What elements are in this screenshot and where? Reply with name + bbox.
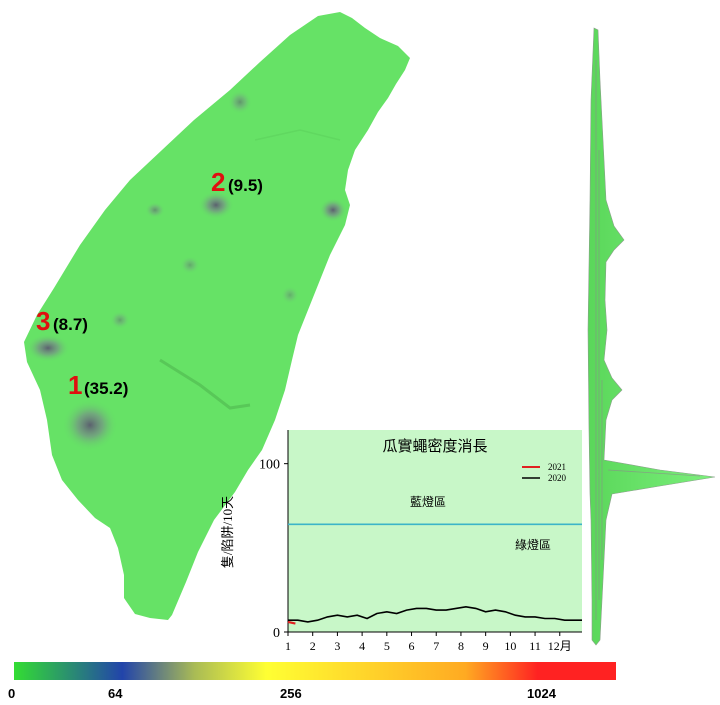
chart-panel xyxy=(288,430,582,632)
hotspot-rank: 3 xyxy=(36,306,50,336)
hotspot-label: 1 (35.2) xyxy=(68,370,128,400)
x-ticks: 1 2 3 4 5 6 7 8 9 10 11 12月 xyxy=(285,632,572,653)
hotspot-rank: 1 xyxy=(68,370,82,400)
hotspot xyxy=(62,399,118,451)
hotspot xyxy=(281,286,299,304)
hotspot-value: (8.7) xyxy=(53,315,88,334)
side-profile-hatch xyxy=(595,60,701,620)
x-tick-label: 11 xyxy=(529,639,541,653)
colorbar-gradient xyxy=(14,662,616,680)
legend-label-2020: 2020 xyxy=(548,473,567,483)
hotspot xyxy=(110,311,130,329)
hotspot xyxy=(180,256,200,274)
side-profile xyxy=(587,27,716,646)
colorbar-label: 256 xyxy=(280,686,302,701)
hotspot xyxy=(145,202,165,218)
x-tick-label: 7 xyxy=(433,639,439,653)
series-line-2020 xyxy=(288,605,582,623)
colorbar: 0 64 256 1024 xyxy=(8,662,616,701)
density-chart: 瓜實蠅密度消長 藍燈區 綠燈區 2021 2020 隻/陷阱/10天 0 10 0 … xyxy=(220,430,582,653)
x-tick-label: 4 xyxy=(359,639,365,653)
colorbar-label: 1024 xyxy=(527,686,557,701)
hotspot-value: (35.2) xyxy=(84,379,128,398)
zone-label-blue: 藍燈區 xyxy=(410,494,446,509)
zone-label-green: 綠燈區 xyxy=(515,537,551,552)
x-tick-label: 9 xyxy=(483,639,489,653)
hotspot xyxy=(228,90,252,114)
x-tick-label: 8 xyxy=(458,639,464,653)
hotspot xyxy=(319,198,347,222)
colorbar-label: 0 xyxy=(8,686,15,701)
x-tick-label: 2 xyxy=(310,639,316,653)
legend: 2021 2020 xyxy=(522,462,567,483)
x-tick-label: 1 xyxy=(285,639,291,653)
series-line-2021 xyxy=(287,620,296,625)
side-profile-shape xyxy=(587,27,716,646)
chart-title: 瓜實蠅密度消長 xyxy=(382,437,487,455)
hotspot-label: 2 (9.5) xyxy=(211,167,263,197)
taiwan-map xyxy=(24,12,410,620)
x-tick-label: 10 xyxy=(504,639,516,653)
hotspot-value: (9.5) xyxy=(228,176,263,195)
y-tick-label: 0 xyxy=(273,626,280,641)
legend-label-2021: 2021 xyxy=(548,462,566,472)
island-shape xyxy=(24,12,410,620)
x-tick-label: 3 xyxy=(334,639,340,653)
boundary-line xyxy=(159,358,251,410)
boundary-line xyxy=(254,129,341,141)
y-axis-label: 隻/陷阱/10天 xyxy=(220,496,235,568)
hotspot-rank: 2 xyxy=(211,167,225,197)
x-tick-label: 6 xyxy=(409,639,415,653)
hotspot xyxy=(26,334,70,362)
y-tick-label: 100 xyxy=(259,458,280,473)
y-ticks: 0 100 xyxy=(259,458,288,641)
x-tick-label: 5 xyxy=(384,639,390,653)
series-lines xyxy=(287,605,582,625)
x-tick-label: 12月 xyxy=(548,639,572,653)
colorbar-label: 64 xyxy=(108,686,123,701)
hotspot xyxy=(198,191,234,219)
hotspot-label: 3 (8.7) xyxy=(36,306,88,336)
